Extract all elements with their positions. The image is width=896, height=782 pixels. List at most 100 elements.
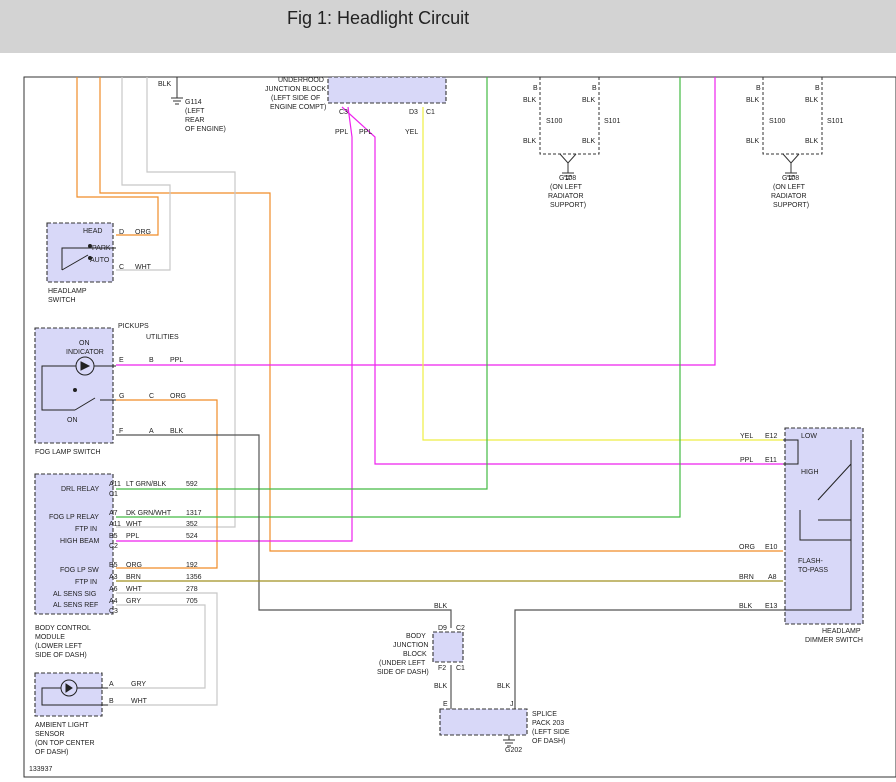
label-als-name3: (ON TOP CENTER (35, 740, 95, 747)
body-junction-block (432, 631, 464, 663)
label-sp-j: J (510, 701, 514, 708)
label-gnd2-blk4: BLK (805, 138, 819, 145)
label-bjb-d9: D9 (438, 625, 447, 632)
components (34, 76, 864, 736)
label-bcm-c1: C1 (109, 491, 118, 498)
label-als-name2: SENSOR (35, 731, 65, 738)
label-ujb-c1: C1 (426, 109, 435, 116)
label-als-name4: OF DASH) (35, 749, 68, 756)
label-bcm-ppl: PPL (126, 533, 139, 540)
label-bcm-a11a: A11 (109, 481, 121, 488)
label-bcm-drl: DRL RELAY (61, 486, 99, 493)
label-fog-a: A (149, 428, 154, 435)
label-gnd1-g108: G108 (559, 175, 576, 182)
label-gnd2-blk2: BLK (805, 97, 819, 104)
label-hd-ppl: PPL (740, 457, 753, 464)
label-hd-e11: E11 (765, 457, 777, 464)
label-gnd2-b1: B (756, 85, 761, 92)
label-bcm-gry: GRY (126, 598, 141, 605)
label-bcm-705: 705 (186, 598, 198, 605)
wire-blk-dimmer-e13 (514, 609, 783, 709)
label-fog-pickups: PICKUPS (118, 323, 149, 330)
label-bcm-org: ORG (126, 562, 142, 569)
label-sp-g202: G202 (505, 747, 522, 754)
label-bcm-alsig: AL SENS SIG (53, 591, 96, 598)
label-als-b: B (109, 698, 114, 705)
label-bcm-alref: AL SENS REF (53, 602, 98, 609)
label-gnd2-blk1: BLK (746, 97, 760, 104)
diagram-frame (23, 76, 896, 778)
splice-pack-203 (439, 708, 528, 736)
label-ujb-d3: D3 (409, 109, 418, 116)
wire-grn-drl (116, 77, 488, 490)
label-ujb-c3: C3 (339, 109, 348, 116)
label-fog-g: G (119, 393, 124, 400)
wire-wht-al-sig (108, 592, 218, 706)
label-ppl-1: PPL (335, 129, 348, 136)
switch-internals (41, 244, 852, 706)
label-hd-flash1: FLASH- (798, 558, 824, 565)
label-hs-c: C (119, 264, 124, 271)
label-gnd2-s101: S101 (827, 118, 843, 125)
label-ppl-2: PPL (359, 129, 372, 136)
wire-ppl-dimmer-e11 (341, 106, 783, 465)
label-als-gry: GRY (131, 681, 146, 688)
label-hd-high: HIGH (801, 469, 819, 476)
label-bcm-c2: C2 (109, 543, 118, 550)
label-bjb-c1: C1 (456, 665, 465, 672)
fog-lamp-switch (34, 327, 114, 444)
wires (76, 77, 783, 709)
label-gnd1-b1: B (533, 85, 538, 92)
label-hd-e10: E10 (765, 544, 778, 551)
label-fog-on: ON (67, 417, 78, 424)
label-hd-e12: E12 (765, 433, 778, 440)
label-bcm-name3: (LOWER LEFT (35, 643, 83, 650)
label-fog-org: ORG (170, 393, 186, 400)
label-bcm-a11b: A11 (109, 521, 121, 528)
label-sp-e: E (443, 701, 448, 708)
ambient-light-sensor (34, 672, 103, 717)
label-bcm-a7: A7 (109, 510, 118, 517)
label-hd-name1: HEADLAMP (822, 628, 861, 635)
label-als-a: A (109, 681, 114, 688)
label-sp-name1: SPLICE (532, 711, 557, 718)
label-bcm-a3: A3 (109, 574, 118, 581)
label-gnd2-s100: S100 (769, 118, 785, 125)
label-ujb1: UNDERHOOD (278, 77, 324, 84)
label-bcm-foglpsw: FOG LP SW (60, 567, 99, 574)
label-gnd1-blk1: BLK (523, 97, 537, 104)
label-gnd2-loc1: (ON LEFT (773, 184, 806, 191)
label-hd-name2: DIMMER SWITCH (805, 637, 863, 644)
label-bjb-name1: BODY (406, 633, 426, 640)
wire-wht-bcm-ftp (116, 77, 236, 528)
label-bcm-b5a: B5 (109, 533, 118, 540)
label-fog-b: B (149, 357, 154, 364)
label-gnd2-loc3: SUPPORT) (773, 202, 809, 209)
label-hs-park: PARK (92, 245, 111, 252)
label-sp-name3: (LEFT SIDE (532, 729, 570, 736)
body-control-module (34, 473, 114, 615)
label-hs-name1: HEADLAMP (48, 288, 87, 295)
label-fog-utilities: UTILITIES (146, 334, 179, 341)
label-gnd1-blk3: BLK (523, 138, 537, 145)
label-gnd1-loc3: SUPPORT) (550, 202, 586, 209)
label-fog-name: FOG LAMP SWITCH (35, 449, 101, 456)
label-als-wht: WHT (131, 698, 148, 705)
label-fog-f: F (119, 428, 123, 435)
wire-wht-headlamp-c (116, 77, 171, 271)
label-ujb4: ENGINE COMPT) (270, 104, 326, 111)
label-bjb-blk-bot: BLK (434, 683, 448, 690)
label-hd-a8: A8 (768, 574, 777, 581)
label-bjb-name5: SIDE OF DASH) (377, 669, 429, 676)
label-bcm-352: 352 (186, 521, 198, 528)
wire-gry-al-ref (108, 604, 206, 689)
label-gnd1-b2: B (592, 85, 597, 92)
label-gnd2-b2: B (815, 85, 820, 92)
label-gnd1-loc2: RADIATOR (548, 193, 584, 200)
label-bcm-wht1: WHT (126, 521, 143, 528)
label-hd-brn: BRN (739, 574, 754, 581)
wire-ppl-bcm-hibeam (116, 106, 353, 542)
wire-ppl-fog-e (116, 77, 716, 366)
diagram-labels: BLK G114 (LEFT REAR OF ENGINE) UNDERHOOD… (29, 77, 863, 773)
label-sp-blk: BLK (497, 683, 511, 690)
